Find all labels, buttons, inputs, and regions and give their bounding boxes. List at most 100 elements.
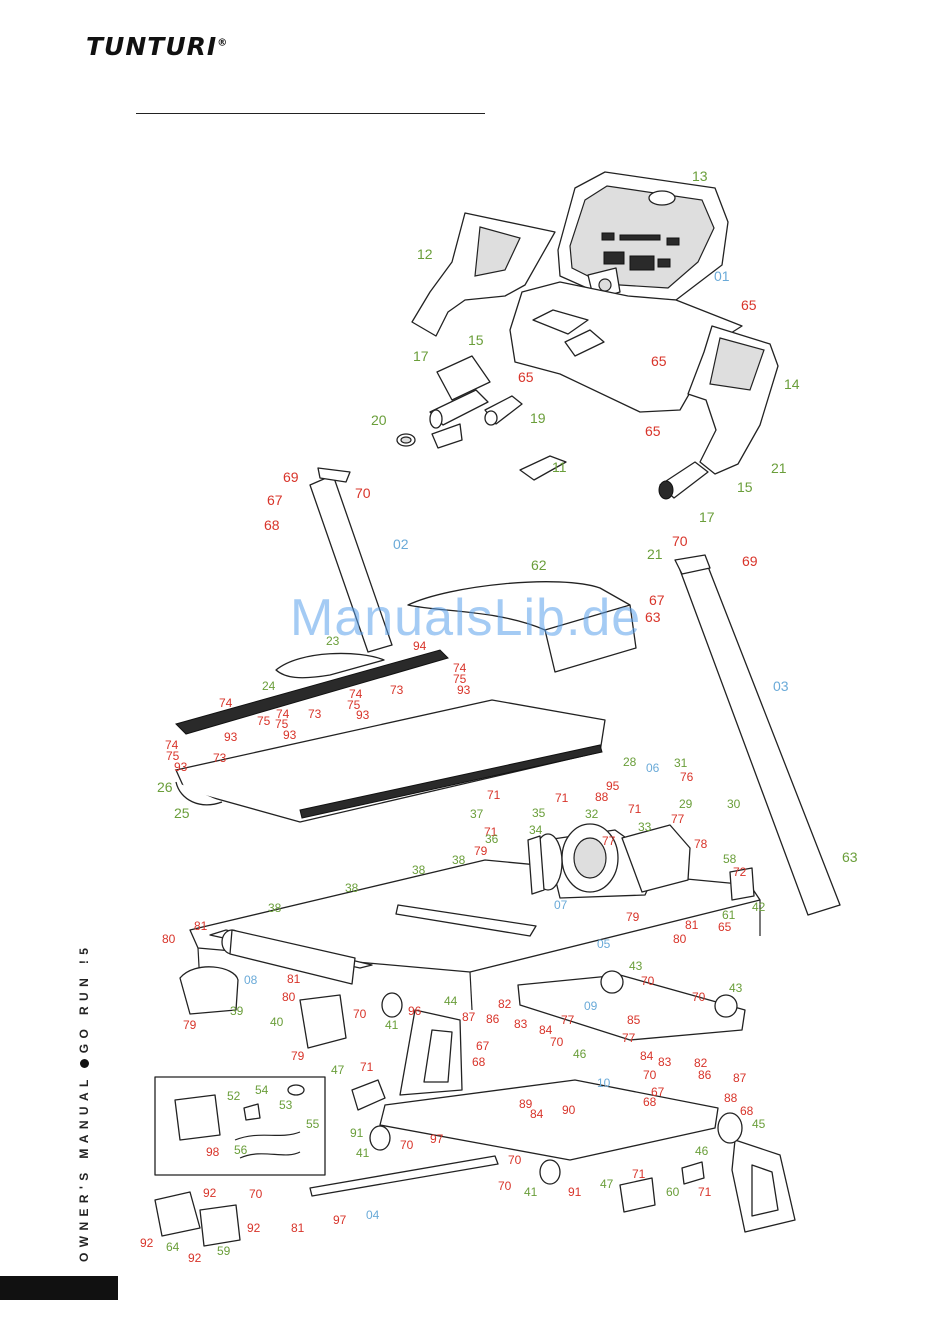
part-label: 92: [247, 1221, 261, 1235]
part-label: 70: [498, 1179, 512, 1193]
part-label: 69: [283, 469, 299, 485]
part-label: 38: [412, 863, 426, 877]
part-label: 65: [645, 423, 661, 439]
part-label: 67: [476, 1039, 490, 1053]
part-label: 73: [213, 751, 227, 765]
part-label: 11: [552, 459, 567, 475]
part-label: 81: [685, 918, 699, 932]
part-label: 37: [470, 807, 484, 821]
part-label: 46: [573, 1047, 587, 1061]
part-label: 98: [206, 1145, 220, 1159]
part-label: 06: [646, 761, 660, 775]
part-label: 73: [390, 683, 404, 697]
part-label: 68: [264, 517, 280, 533]
part-label: 88: [724, 1091, 738, 1105]
part-label: 71: [632, 1167, 646, 1181]
part-label: 21: [771, 460, 787, 476]
part-label: 83: [514, 1017, 528, 1031]
part-label: 62: [531, 557, 547, 573]
part-label: 75: [257, 714, 271, 728]
part-label: 60: [666, 1185, 680, 1199]
part-label: 70: [353, 1007, 367, 1021]
part-label: 53: [279, 1098, 293, 1112]
part-label: 84: [530, 1107, 544, 1121]
part-label: 13: [692, 168, 708, 184]
part-label: 42: [752, 900, 766, 914]
part-label: 77: [671, 812, 685, 826]
part-label: 15: [737, 479, 753, 495]
motor-hood-drawing: [407, 581, 637, 673]
brand-logo: TUNTURI®: [86, 32, 228, 61]
part-label: 74: [276, 707, 290, 721]
part-label: 86: [698, 1068, 712, 1082]
part-label: 87: [462, 1010, 476, 1024]
part-label: 91: [568, 1185, 582, 1199]
part-label: 80: [673, 932, 687, 946]
part-label: 14: [784, 376, 800, 392]
part-label: 46: [695, 1144, 709, 1158]
part-label: 71: [487, 788, 501, 802]
part-label: 78: [694, 837, 708, 851]
part-label: 29: [679, 797, 693, 811]
part-label: 33: [638, 820, 652, 834]
part-label: 92: [188, 1251, 202, 1265]
part-label: 81: [194, 919, 208, 933]
part-label: 90: [562, 1103, 576, 1117]
part-label: 31: [674, 756, 688, 770]
part-label: 43: [729, 981, 743, 995]
part-label: 71: [628, 802, 642, 816]
part-label: 74: [453, 661, 467, 675]
part-label: 97: [430, 1132, 444, 1146]
part-label: 45: [752, 1117, 766, 1131]
part-label: 92: [140, 1236, 154, 1250]
part-label: 40: [270, 1015, 284, 1029]
manual-title: OWNER'S MANUAL: [77, 1074, 91, 1262]
part-label: 07: [554, 898, 568, 912]
part-label: 93: [283, 728, 297, 742]
motor-frame-drawing: [189, 823, 761, 1011]
part-label: 73: [308, 707, 322, 721]
part-label: 19: [530, 410, 546, 426]
part-label: 72: [733, 865, 747, 879]
part-label: 71: [698, 1185, 712, 1199]
part-label: 75: [347, 698, 361, 712]
part-label: 25: [174, 805, 190, 821]
part-label: 65: [741, 297, 757, 313]
part-label: 69: [742, 553, 758, 569]
part-label: 24: [262, 679, 276, 693]
part-label: 80: [282, 990, 296, 1004]
part-label: 02: [393, 536, 409, 552]
part-label: 93: [356, 708, 370, 722]
right-handrail-cover-drawing: [687, 325, 779, 475]
rear-covers-drawing: [179, 966, 347, 1049]
part-label: 47: [600, 1177, 614, 1191]
part-label: 44: [444, 994, 458, 1008]
part-label: 30: [727, 797, 741, 811]
part-label: 76: [680, 770, 694, 784]
part-label: 93: [457, 683, 471, 697]
part-label: 79: [183, 1018, 197, 1032]
part-label: 87: [733, 1071, 747, 1085]
part-label: 08: [244, 973, 258, 987]
part-label: 67: [651, 1085, 665, 1099]
part-label: 65: [718, 920, 732, 934]
left-handrail-cover-drawing: [411, 212, 556, 337]
brand-name: TUNTURI: [86, 32, 218, 61]
part-label: 65: [518, 369, 534, 385]
console-drawing: [509, 171, 743, 413]
part-label: 17: [413, 348, 429, 364]
part-label: 32: [585, 807, 599, 821]
part-label: 93: [174, 760, 188, 774]
registered-mark: ®: [217, 37, 229, 49]
part-label: 23: [326, 634, 340, 648]
watermark: ManualsLib.de: [290, 589, 642, 647]
part-label: 70: [672, 533, 688, 549]
part-label: 05: [597, 937, 611, 951]
part-label: 85: [627, 1013, 641, 1027]
part-label: 70: [249, 1187, 263, 1201]
part-label: 84: [539, 1023, 553, 1037]
part-label: 70: [643, 1068, 657, 1082]
part-label: 35: [532, 806, 546, 820]
part-label: 04: [366, 1208, 380, 1222]
